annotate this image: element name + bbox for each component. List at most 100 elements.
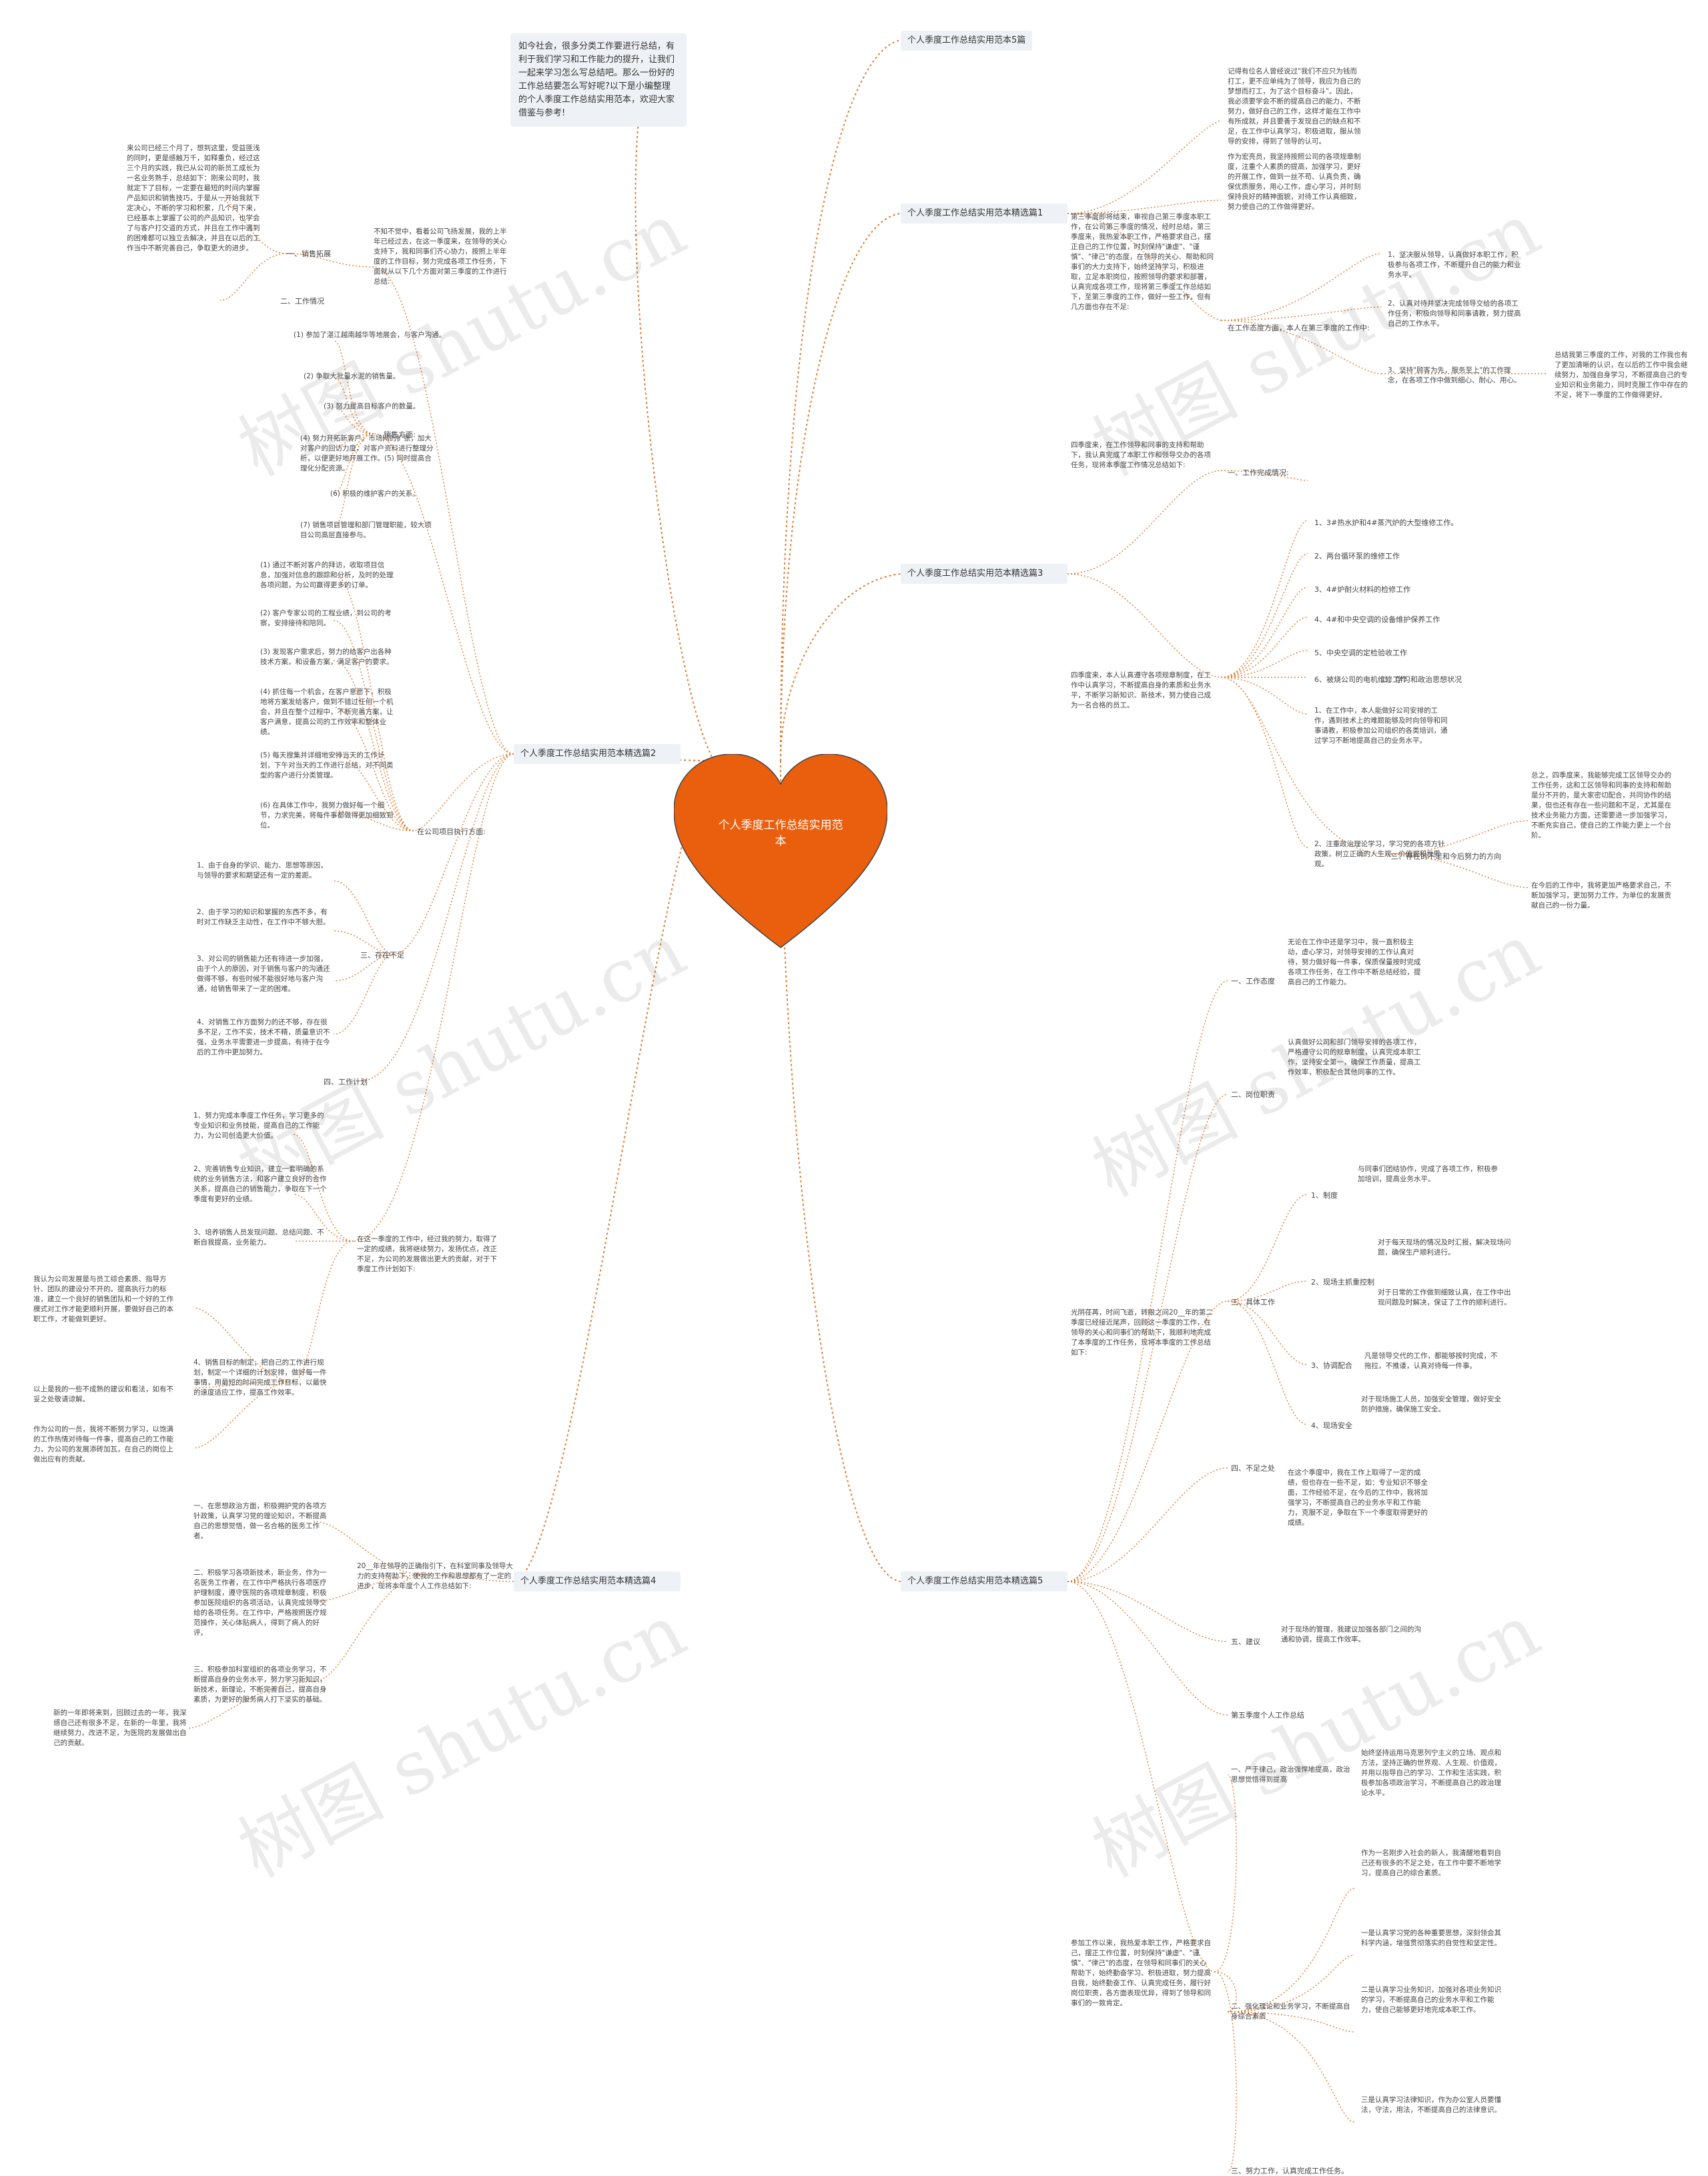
p2-weak-1: 总之，四季度来，我能够完成工区领导交办的工作任务，这和工区领导和同事的支持和帮助… [1531, 771, 1671, 839]
p2-done-intro: 四季度来，在工作领导和同事的支持和帮助下，我认真完成了本职工作和领导交办的各项任… [1071, 441, 1211, 469]
p5-s1-label: 一、严于律己，政治强悍地提高，政治思想觉悟得到提高 [1231, 1766, 1350, 1784]
p5-s2-label: 二、强化理论和业务学习，不断提高自身综合素质 [1231, 2003, 1350, 2021]
p4-item-3: 三、积极参加科室组织的各项业务学习，不断提高自身的业务水平，努力学习新知识，新技… [193, 1666, 327, 1704]
p3-plan-4: (4) 抓住每一个机会，在客户意愿下，积极地将方案发给客户，做到不错过任何一个机… [260, 688, 394, 736]
topic-part-5[interactable]: 个人季度工作总结实用范本精选篇5 [901, 1571, 1068, 1591]
p5-lack-label: 四、不足之处 [1231, 1464, 1275, 1473]
p5-study-intro: 参加工作以来，我热爱本职工作，严格要求自己，摆正工作位置，时刻保持"谦虚"、"谨… [1071, 1939, 1211, 2007]
p1-attitude-3: 3、坚持"顾客为先，服务至上"的工作理念，在各项工作中做到细心、耐心、用心。 [1388, 366, 1521, 384]
p2-study-2: 2、注重政治理论学习，学习党的各项方针政策，树立正确的人生观、价值观和世界观。 [1314, 840, 1445, 868]
p5-work-sub-1: 1、制度 [1311, 1191, 1338, 1200]
p3-sales-expand-label: 一、销售拓展 [287, 250, 331, 258]
p5-duty: 认真做好公司和部门领导安排的各项工作，严格遵守公司的规章制度，认真完成本职工作，… [1288, 1038, 1421, 1076]
p3-sales-1: (1) 参加了湛江越南越华等地展会，与客户沟通。 [294, 331, 446, 339]
p1-note-1: 记得有位名人曾经说过"我们不应只为钱而打工，更不应单纯为了领导，我应为自己的梦想… [1228, 67, 1361, 145]
p4-item-1: 一、在思想政治方面，积极拥护党的各项方针政策，认真学习党的理论知识，不断提高自己… [193, 1502, 327, 1540]
intro-box: 如今社会，很多分类工作要进行总结，有利于我们学习和工作能力的提升，让我们一起来学… [510, 33, 687, 127]
p3-plan-5: (5) 每天搜集并详细地安排当天的工作计划，下午对当天的工作进行总结，对不同类型… [260, 751, 394, 779]
topic-range[interactable]: 个人季度工作总结实用范本5篇 [901, 31, 1033, 51]
p2-item-4: 4、4#和中央空调的设备维护保养工作 [1314, 615, 1440, 624]
intro-text: 如今社会，很多分类工作要进行总结，有利于我们学习和工作能力的提升，让我们一起来学… [518, 41, 675, 118]
p1-attitude-1: 1、坚决服从领导，认真做好本职工作，积极参与各项工作，不断提升自己的能力和业务水… [1388, 251, 1521, 279]
p3-plan-2: (2) 客户专家公司的工程业绩，到公司的考察，安排接待和陪同。 [260, 609, 392, 627]
central-topic[interactable]: 个人季度工作总结实用范本 [673, 753, 888, 954]
p5-s2-1: 作为一名刚步入社会的新人，我清醒地看到自己还有很多的不足之处，在工作中要不断地学… [1361, 1849, 1501, 1877]
p2-weak-2: 在今后的工作中，我将更加严格要求自己，不断加强学习，更加努力工作，为单位的发展贡… [1531, 881, 1671, 910]
p5-work-sub-4: 4、现场安全 [1311, 1421, 1352, 1430]
p5-work-2: 对于每天现场的情况及时汇报，解决现场问题，确保生产顺利进行。 [1378, 1238, 1511, 1256]
p3-note-2: 以上是我的一些不成熟的建议和看法，如有不妥之处敬请谅解。 [33, 1385, 173, 1403]
p5-summary: 光阴荏苒，时间飞逝，转眼之间20__年的第二季度已经接近尾声，回顾这一季度的工作… [1071, 1309, 1213, 1357]
p3-plan-3: (3) 发现客户需求后，努力的给客户出各种技术方案，和设备方案，满足客户的要求。 [260, 648, 394, 666]
p3-note-1: 我认为公司发展是与员工综合素质、指导方针、团队的建设分不开的。提高执行力的标准，… [33, 1275, 173, 1323]
central-topic-label: 个人季度工作总结实用范本 [718, 819, 843, 848]
p2-item-5: 5、中央空调的定检验收工作 [1314, 649, 1407, 657]
p1-conclusion: 总结我第三季度的工作，对我的工作我也有了更加清晰的认识，在以后的工作中我会继续努… [1555, 351, 1688, 399]
p5-work-sub-3: 3、协调配合 [1311, 1361, 1352, 1370]
p1-attitude-label: 在工作态度方面，本人在第三季度的工作中: [1228, 324, 1370, 332]
p4-tail: 新的一年即将来到，回顾过去的一年，我深感自己还有很多不足，在新的一年里，我将继续… [53, 1709, 187, 1747]
p5-s1: 始终坚持运用马克思列宁主义的立场、观点和方法，坚持正确的世界观、人生观、价值观，… [1361, 1749, 1501, 1797]
p5-work-4: 凡是领导交代的工作，都能够按时完成，不拖拉，不推诿，认真对待每一件事。 [1364, 1352, 1498, 1370]
p3-sales-6: (7) 销售项目管理和部门管理职能，较大项目公司高层直接参与。 [300, 521, 432, 539]
p5-lack: 在这个季度中，我在工作上取得了一定的成绩，但也存在一些不足，如：专业知识不够全面… [1288, 1469, 1428, 1527]
p3-plan-1: (1) 通过不断对客户的拜访，收取项目信息，加强对信息的跟踪和分析，及时的处理各… [260, 561, 394, 589]
p5-s3-label: 三、努力工作，认真完成工作任务。 [1231, 2167, 1348, 2175]
p5-work-1: 与同事们团结协作，完成了各项工作，积极参加培训，提高业务水平。 [1358, 1165, 1498, 1183]
p3-summary: 不知不觉中，看着公司飞扬发展，我的上半年已经过去，在这一季度来，在领导的关心支持… [374, 228, 507, 286]
p5-work-5: 对于现场施工人员，加强安全管理，做好安全防护措施，确保施工安全。 [1361, 1395, 1501, 1413]
p5-work-label: 三、具体工作 [1231, 1298, 1275, 1307]
p3-note-3: 作为公司的一员，我将不断努力学习，以饱满的工作热情对待每一件事，提高自己的工作能… [33, 1425, 173, 1463]
p5-s2-4: 三是认真学习法律知识，作为办公室人员要懂法，守法，用法，不断提高自己的法律意识。 [1361, 2096, 1501, 2114]
p1-note-2: 作为宏亮员，我坚持按照公司的各项规章制度，注重个人素质的提高，加强学习，更好的开… [1228, 153, 1361, 211]
p5-s2-3: 二是认真学习业务知识，加强对各项业务知识的学习，不断提高自己的业务水平和工作能力… [1361, 1986, 1501, 2014]
p2-study-intro: 四季度来，本人认真遵守各项规章制度，在工作中认真学习，不断提高自身的素质和业务水… [1071, 671, 1211, 709]
p2-item-6: 6、被烧公司的电机维修工作 [1314, 675, 1407, 684]
topic-part-1[interactable]: 个人季度工作总结实用范本精选篇1 [901, 204, 1068, 224]
p3-plan-6: (6) 在具体工作中，我努力做好每一个细节，力求完美，将每件事都做得更加细致到位… [260, 801, 394, 829]
topic-part-4[interactable]: 个人季度工作总结实用范本精选篇4 [514, 1571, 681, 1591]
topic-part-3[interactable]: 个人季度工作总结实用范本精选篇3 [901, 564, 1068, 584]
p5-work-sub-2: 2、现场主抓重控制 [1311, 1278, 1374, 1287]
p5-sug-label: 五、建议 [1231, 1638, 1260, 1646]
p3-work-label: 二、工作情况 [280, 297, 324, 306]
heart-shape [673, 753, 888, 948]
p3-lack-3: 3、对公司的销售能力还有待进一步加强，由于个人的原因，对于销售与客户的沟通还做得… [197, 955, 330, 993]
p3-next-4: 4、销售目标的制定，把自己的工作进行规划，制定一个详细的计划安排，做好每一件事情… [193, 1359, 327, 1397]
p3-lack-4: 4、对销售工作方面努力的还不够，存在很多不足，工作不实，技术不精，质量意识不强，… [197, 1018, 330, 1056]
p2-item-3: 3、4#炉耐火材料的检修工作 [1314, 585, 1411, 594]
topic-part-2[interactable]: 个人季度工作总结实用范本精选篇2 [514, 744, 681, 764]
p3-plan-next-label: 四、工作计划 [324, 1078, 368, 1086]
p5-s2-2: 一是认真学习党的各种重要思想，深刻领会其科学内涵，增强贯彻落实的自觉性和坚定性。 [1361, 1929, 1501, 1947]
p2-study-label: 二、学习和政治思想状况 [1381, 675, 1462, 684]
p5-attitude: 无论在工作中还是学习中，我一直积极主动，虚心学习，对领导安排的工作认真对待，努力… [1288, 938, 1421, 986]
p3-sales-2: (2) 争取大批量水泥的销售量。 [304, 372, 400, 380]
p5-end-label: 第五季度个人工作总结 [1231, 1711, 1304, 1720]
p3-sales-5: (6) 积极的维护客户的关系。 [330, 490, 420, 498]
p3-next-1: 1、努力完成本季度工作任务，学习更多的专业知识和业务技能，提高自己的工作能力，为… [193, 1112, 324, 1140]
p1-intro: 第三季度即将结束，审视自己第三季度本职工作，在公司第三季度的情况，经时总结，第三… [1071, 213, 1214, 311]
p5-work-3: 对于日常的工作做到细致认真，在工作中出现问题及时解决，保证了工作的顺利进行。 [1378, 1289, 1511, 1307]
p3-plan-label: 在公司项目执行方面: [417, 827, 486, 836]
p3-lack-1: 1、由于自身的学识、能力、思想等原因，与领导的要求和期望还有一定的差距。 [197, 861, 328, 879]
p5-duty-label: 二、岗位职责 [1231, 1090, 1275, 1099]
p2-done-label: 一、工作完成情况: [1228, 468, 1289, 477]
p2-study-1: 1、在工作中，本人能做好公司安排的工作，遇到技术上的难题能够及时向领导和同事请教… [1314, 707, 1448, 745]
p4-item-2: 二、积极学习各项新技术，新业务，作为一名医务工作者，在工作中严格执行各项医疗护理… [193, 1569, 327, 1637]
p3-next-intro: 在这一季度的工作中，经过我的努力，取得了一定的成绩，我将继续努力，发扬优点，改正… [357, 1235, 497, 1273]
p5-attitude-label: 一、工作态度 [1231, 977, 1275, 986]
p3-lack-label: 三、存在不足 [360, 951, 404, 960]
p3-sales-3: (3) 努力提高目标客户的数量。 [324, 402, 420, 410]
p2-weak-label: 三、存在的不足和今后努力的方向 [1391, 852, 1501, 861]
p2-item-2: 2、两台循环泵的维修工作 [1314, 552, 1400, 561]
p1-attitude-2: 2、认真对待并坚决完成领导交给的各项工作任务，积极向领导和同事请教，努力提高自己… [1388, 300, 1521, 328]
p5-sug: 对于现场的管理，我建议加强各部门之间的沟通和协调，提高工作效率。 [1281, 1625, 1421, 1644]
p3-sales-expand: 来公司已经三个月了，想到这里，受益匪浅的同时，更是感触万千，如释重负，经过这三个… [127, 144, 260, 252]
p3-sales-label: 销售方面: [384, 430, 416, 439]
p3-lack-2: 2、由于学习的知识和掌握的东西不多，有时对工作缺乏主动性，在工作中不够大胆。 [197, 908, 330, 926]
p3-sales-4: (4) 努力开拓新客户，市场网的扩张，加大对客户的回访力度，对客户资料进行整理分… [300, 434, 434, 472]
p2-item-1: 1、3#热水炉和4#蒸汽炉的大型维修工作。 [1314, 518, 1458, 527]
p3-next-3: 3、培养销售人员发现问题、总结问题、不断自我提高，业务能力。 [193, 1228, 324, 1246]
p4-summary: 20__年在领导的正确指引下，在科室同事及领导大力的支持帮助下，使我的工作和思想… [357, 1562, 513, 1590]
